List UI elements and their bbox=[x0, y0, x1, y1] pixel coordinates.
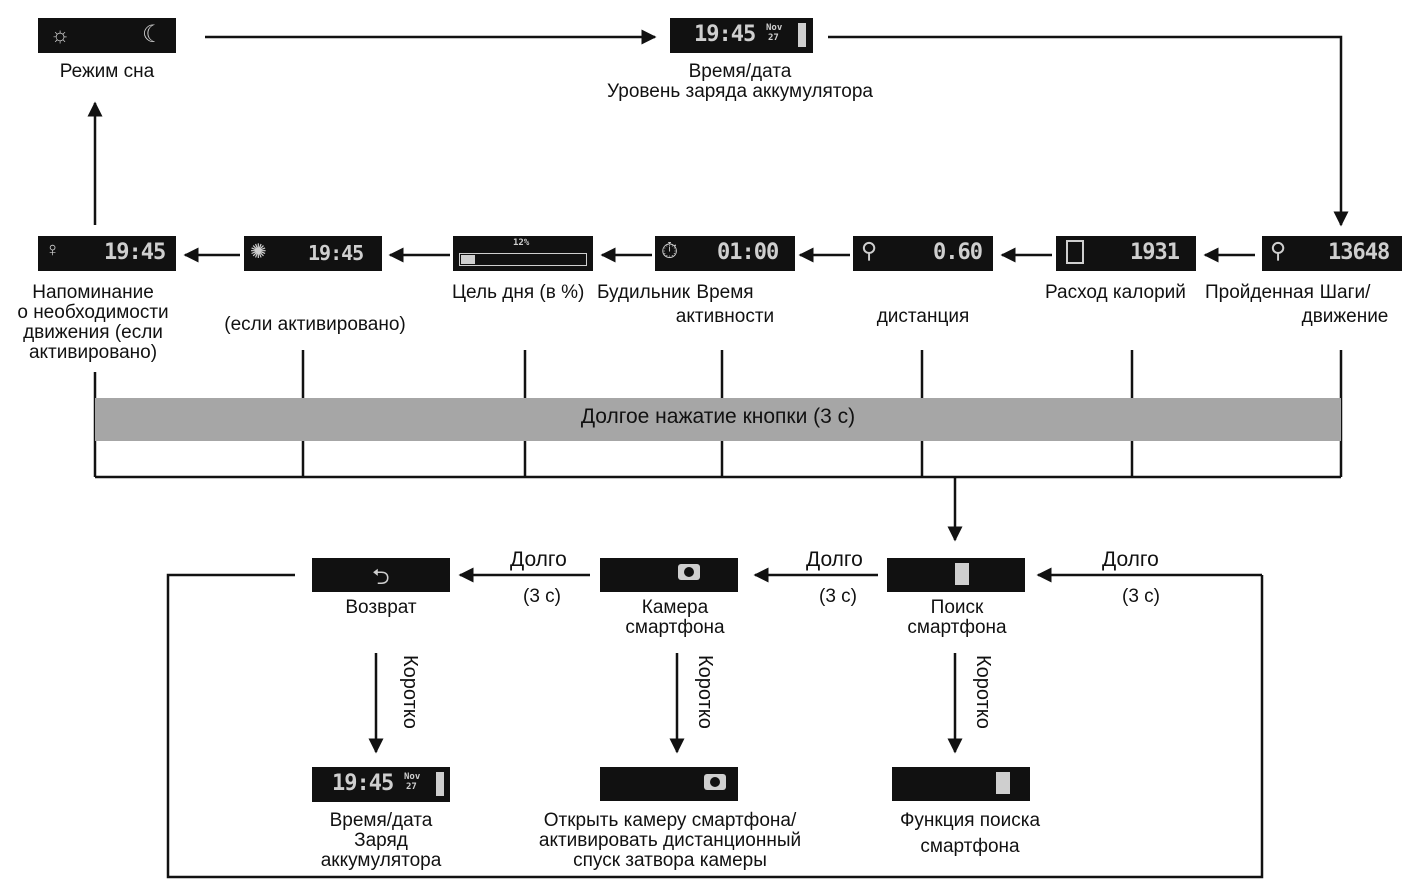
goal-progress-bar bbox=[459, 253, 587, 266]
result-time-label: Время/дата Заряд аккумулятора bbox=[320, 810, 442, 871]
result-camera-label: Открыть камеру смартфона/ активировать д… bbox=[538, 810, 802, 871]
return-arrow-icon: ⮌ bbox=[372, 564, 390, 589]
moon-icon: ☾ bbox=[142, 21, 164, 48]
reminder-label: Напоминание о необходимости движения (ес… bbox=[17, 282, 169, 363]
result-camera-screen bbox=[600, 767, 738, 801]
calories-screen: 1931 bbox=[1056, 236, 1196, 271]
sun-icon: ☼ bbox=[50, 22, 71, 47]
reminder-screen: ♀ 19:45 bbox=[38, 236, 176, 271]
alarm-label: Будильник bbox=[597, 282, 691, 303]
activity-label: Время активности bbox=[675, 282, 775, 327]
back-screen: ⮌ bbox=[312, 558, 450, 592]
goal-screen: 12% bbox=[453, 236, 593, 271]
alarm-icon: ✺ bbox=[250, 241, 267, 263]
search-screen bbox=[887, 558, 1025, 592]
camera-screen bbox=[600, 558, 738, 592]
location-pin-icon: ⚲ bbox=[861, 238, 878, 263]
short-label-1: Коротко bbox=[399, 655, 421, 729]
sleep-mode-label: Режим сна bbox=[59, 61, 155, 82]
loop-line bbox=[166, 573, 1264, 879]
three-sec-label-1: (3 с) bbox=[523, 586, 561, 607]
walking-person-icon: ⚲ bbox=[1270, 238, 1287, 263]
result-search-label: Функция поиска смартфона bbox=[899, 810, 1041, 857]
goal-progress-fill bbox=[461, 255, 475, 264]
battery-icon bbox=[798, 23, 806, 47]
phone-search-icon bbox=[996, 772, 1010, 794]
long-label-1: Долго bbox=[510, 548, 567, 571]
alarm-note-label: (если активировано) bbox=[224, 314, 406, 335]
long-label-2: Долго bbox=[806, 548, 863, 571]
result-search-screen bbox=[892, 767, 1030, 801]
arrow-time-to-steps bbox=[828, 35, 1349, 227]
short-label-3: Коротко bbox=[972, 655, 994, 729]
short-label-2: Коротко bbox=[694, 655, 716, 729]
distance-label: дистанция bbox=[876, 306, 970, 327]
distance-screen: ⚲ 0.60 bbox=[853, 236, 993, 271]
alarm-screen: ✺ 19:45 bbox=[244, 236, 382, 271]
time-screen: 19:45 Nov 27 bbox=[670, 18, 813, 53]
battery-icon bbox=[436, 772, 444, 796]
steps-screen: ⚲ 13648 bbox=[1262, 236, 1402, 271]
stopwatch-icon: ⏱ bbox=[661, 238, 679, 263]
result-time-screen: 19:45 Nov 27 bbox=[312, 767, 450, 802]
sleep-screen: ☼ ☾ bbox=[38, 18, 176, 53]
search-label: Поиск смартфона bbox=[907, 597, 1007, 638]
long-press-bar: Долгое нажатие кнопки (3 с) bbox=[95, 398, 1341, 441]
bulb-icon: ♀ bbox=[45, 239, 60, 261]
goal-label: Цель дня (в %) bbox=[452, 282, 585, 303]
camera-label: Камера смартфона bbox=[625, 597, 725, 638]
long-press-label: Долгое нажатие кнопки (3 с) bbox=[580, 405, 856, 428]
flame-icon bbox=[1066, 240, 1084, 264]
three-sec-label-2: (3 с) bbox=[819, 586, 857, 607]
phone-search-icon bbox=[955, 563, 969, 585]
traveled-label: Пройденная bbox=[1205, 282, 1314, 303]
three-sec-label-3: (3 с) bbox=[1122, 586, 1160, 607]
time-date-label: Время/дата Уровень заряда аккумулятора bbox=[607, 61, 873, 102]
back-label: Возврат bbox=[345, 597, 417, 618]
calories-label: Расход калорий bbox=[1045, 282, 1186, 303]
long-label-3: Долго bbox=[1102, 548, 1159, 571]
steps-label: Шаги/ движение bbox=[1301, 282, 1389, 327]
activity-screen: ⏱ 01:00 bbox=[655, 236, 795, 271]
